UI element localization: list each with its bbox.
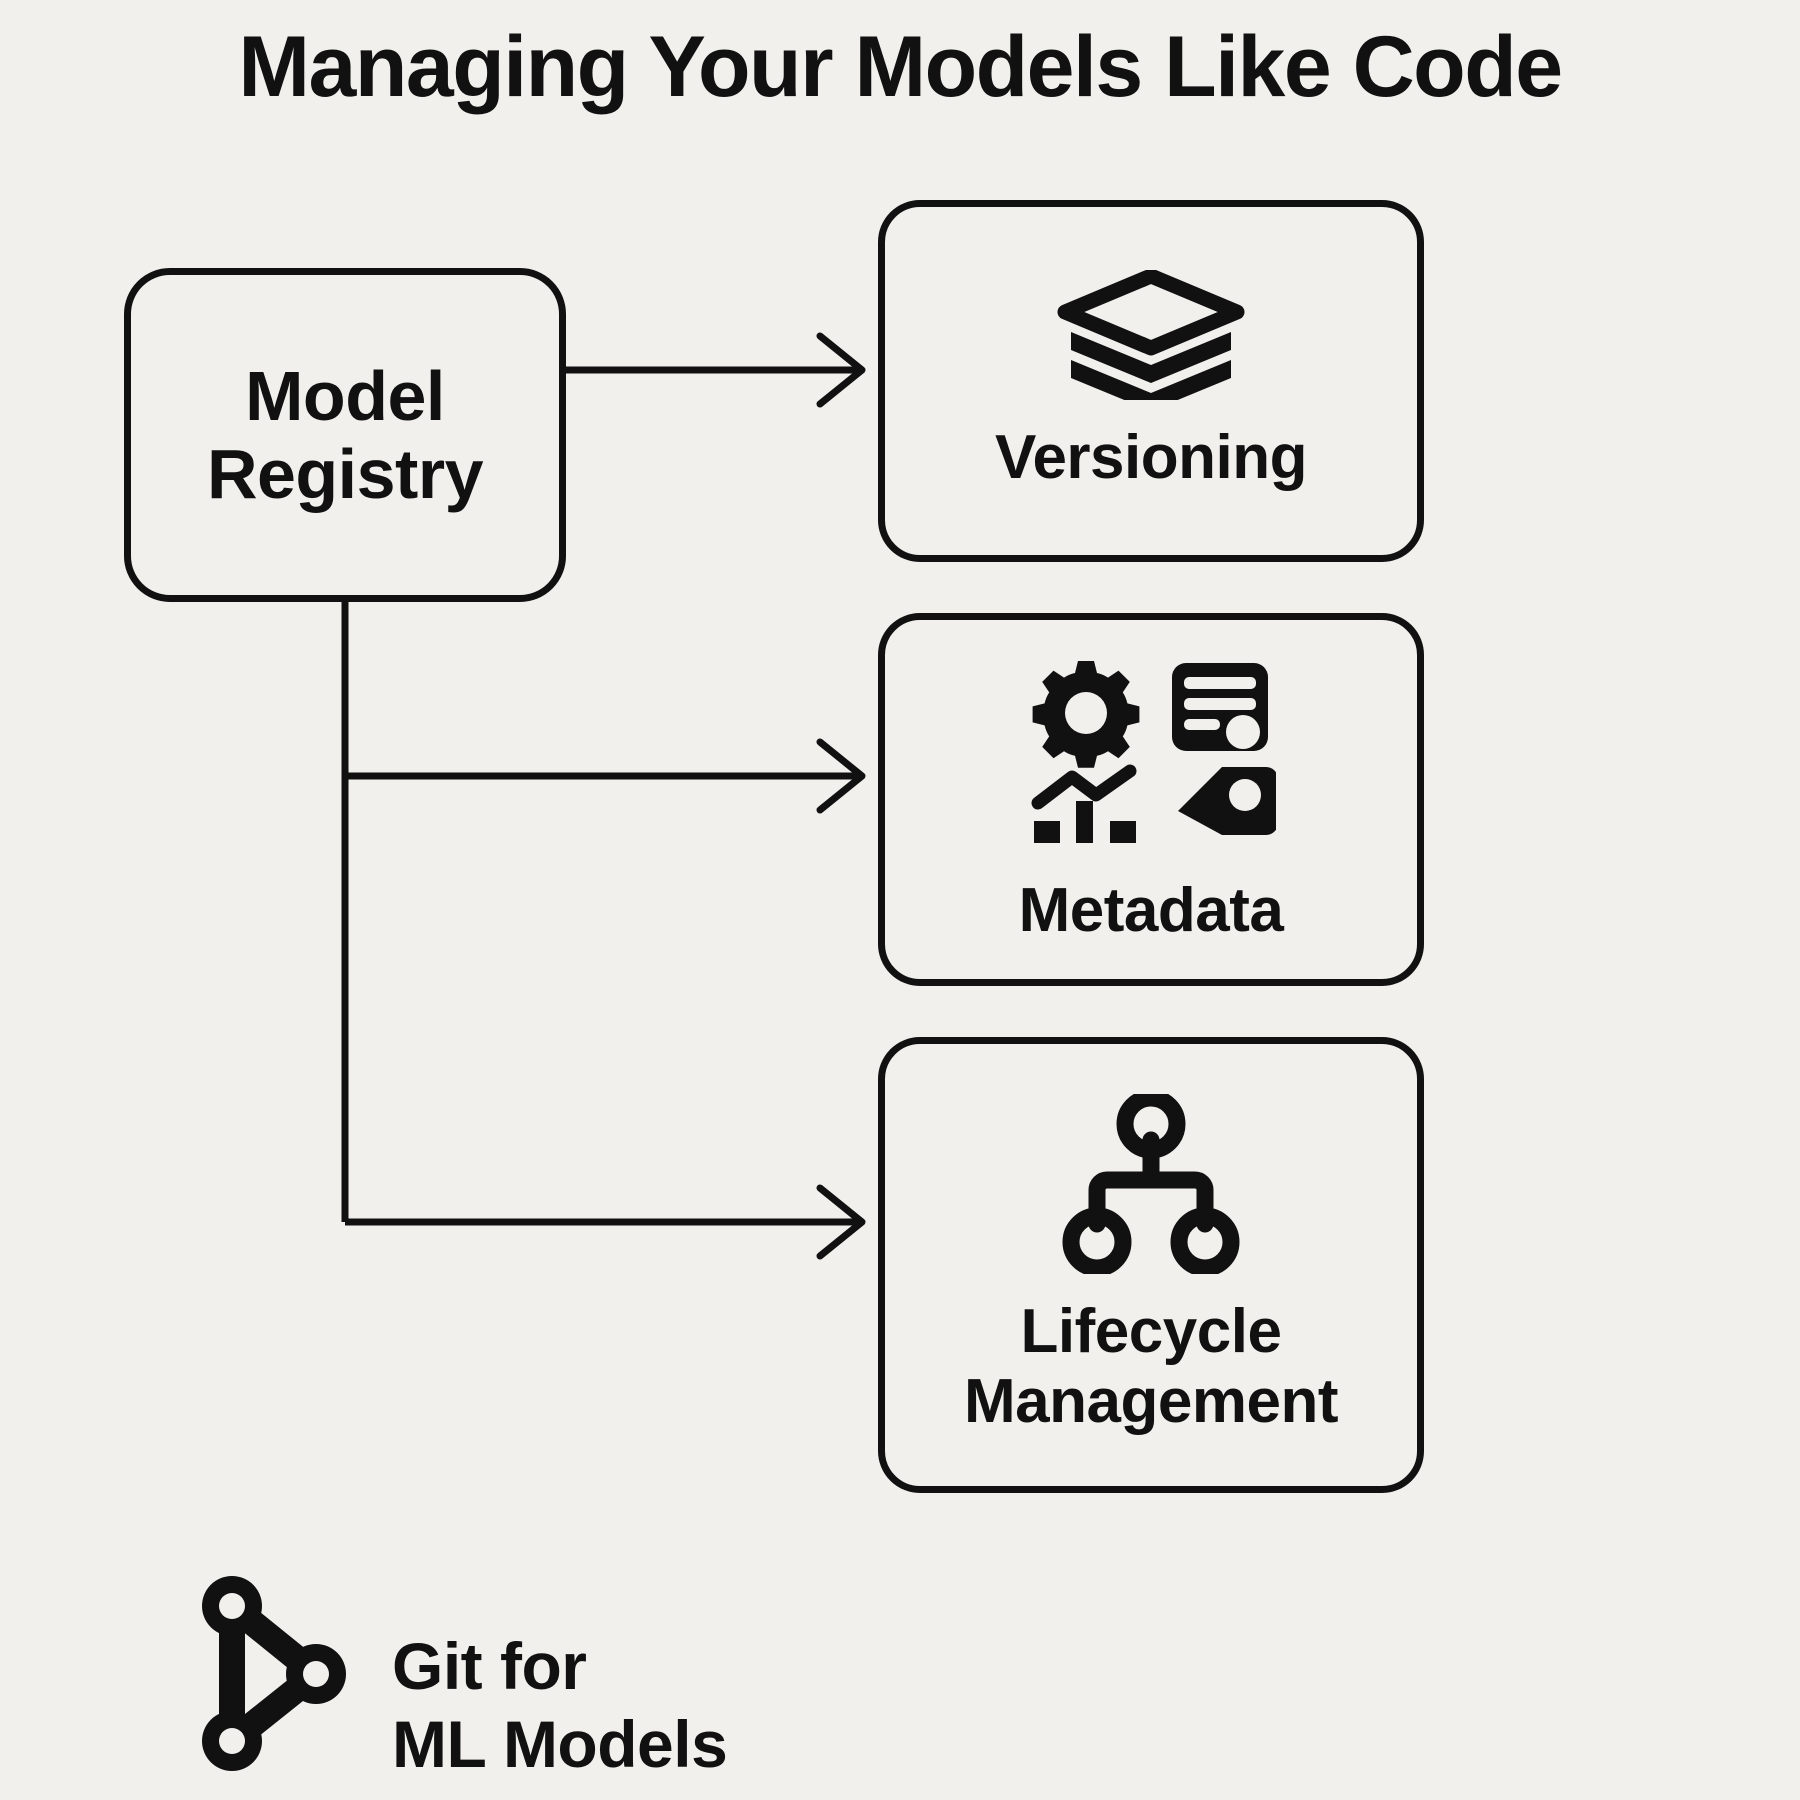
node-model-registry[interactable]: Model Registry [124, 268, 566, 602]
node-metadata[interactable]: Metadata [878, 613, 1424, 986]
footer-caption: Git for ML Models [392, 1629, 728, 1781]
page-title: Managing Your Models Like Code [238, 19, 1563, 115]
bar-chart-line-icon [1031, 764, 1137, 844]
hierarchy-tree-icon [1061, 1089, 1241, 1279]
node-metadata-label: Metadata [1018, 876, 1284, 946]
tag-icon [1178, 767, 1278, 836]
layers-icon [1051, 268, 1251, 411]
node-versioning[interactable]: Versioning [878, 200, 1424, 562]
gear-icon [1032, 661, 1140, 769]
git-network-icon [188, 1566, 348, 1781]
node-lifecycle-management[interactable]: Lifecycle Management [878, 1037, 1424, 1493]
node-model-registry-label: Model Registry [206, 356, 484, 513]
card-record-icon [1172, 663, 1268, 752]
node-lifecycle-management-label: Lifecycle Management [964, 1297, 1338, 1436]
node-versioning-label: Versioning [995, 422, 1307, 492]
metadata-cluster-icon [1026, 653, 1278, 858]
